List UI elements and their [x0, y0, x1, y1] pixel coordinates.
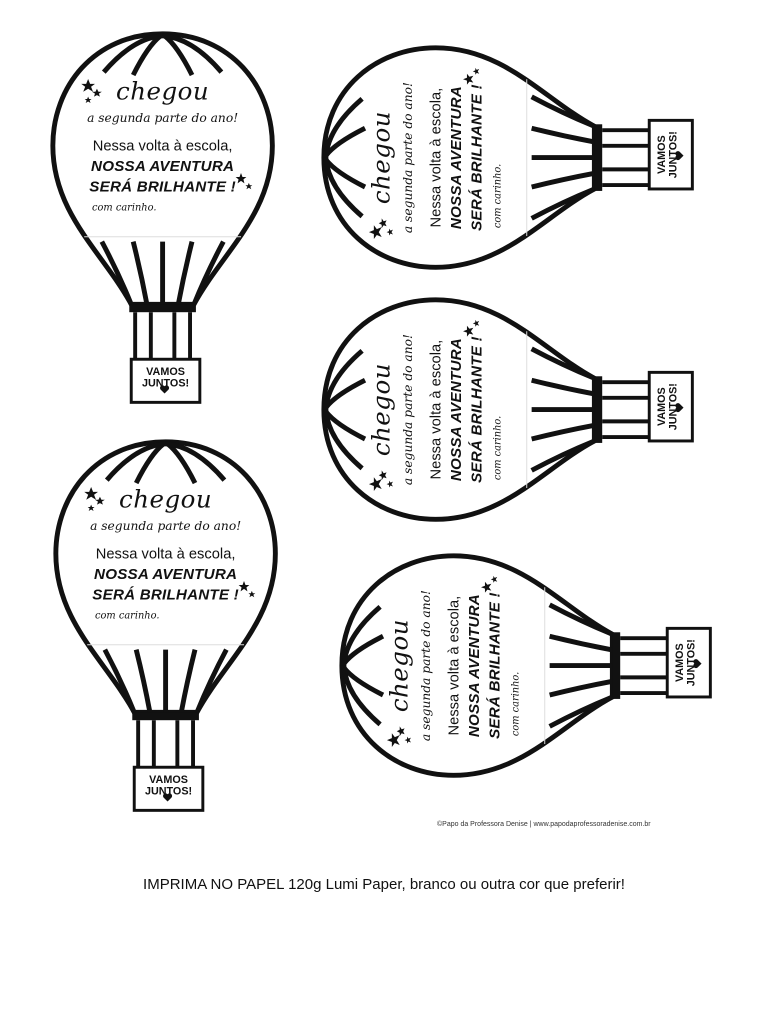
- balloon-5: chegou a segunda parte do ano! Nessa vol…: [336, 548, 746, 778]
- balloon-bold-line-1: NOSSA AVENTURA: [94, 566, 238, 583]
- balloon-basket: VAMOS JUNTOS!: [649, 372, 692, 441]
- balloon-message: chegou a segunda parte do ano! Nessa vol…: [365, 331, 504, 488]
- balloon-bold-line-1: NOSSA AVENTURA: [448, 338, 465, 482]
- basket-line-1: VAMOS: [656, 387, 668, 427]
- balloon-basket: VAMOS JUNTOS!: [134, 767, 203, 810]
- balloon-bold-line-2: SERÁ BRILHANTE !: [486, 592, 504, 739]
- balloon-message: chegou a segunda parte do ano! Nessa vol…: [383, 587, 522, 744]
- star-icon: [84, 486, 256, 598]
- star-icon: [386, 575, 498, 747]
- star-icon: [81, 78, 253, 190]
- balloon-headline: chegou: [385, 619, 414, 713]
- balloon-outline: [321, 45, 694, 270]
- balloon-outline: [339, 553, 712, 778]
- balloon-basket: VAMOS JUNTOS!: [649, 120, 692, 189]
- balloon-signoff: com carinho.: [510, 671, 522, 737]
- balloon-headline: chegou: [119, 485, 213, 514]
- balloon-basket: VAMOS JUNTOS!: [667, 628, 710, 697]
- balloon-subtitle: a segunda parte do ano!: [400, 334, 416, 486]
- balloon-bold-line-1: NOSSA AVENTURA: [91, 158, 235, 175]
- balloon-message: chegou a segunda parte do ano! Nessa vol…: [84, 75, 241, 214]
- basket-line-1: VAMOS: [674, 643, 686, 683]
- balloon-message: chegou a segunda parte do ano! Nessa vol…: [365, 79, 504, 236]
- balloon-headline: chegou: [367, 111, 396, 205]
- balloon-bold-line-2: SERÁ BRILHANTE !: [92, 586, 239, 604]
- balloon-3: chegou a segunda parte do ano! Nessa vol…: [318, 292, 728, 522]
- balloon-signoff: com carinho.: [492, 163, 504, 229]
- balloon-line: Nessa volta à escola,: [95, 545, 236, 563]
- print-instruction: IMPRIMA NO PAPEL 120g Lumi Paper, branco…: [143, 876, 625, 893]
- balloon-signoff: com carinho.: [492, 415, 504, 481]
- balloon-4: chegou a segunda parte do ano! Nessa vol…: [48, 436, 288, 826]
- basket-line-2: JUNTOS!: [667, 383, 680, 431]
- balloon-signoff: com carinho.: [92, 202, 157, 214]
- balloon-outline: [321, 297, 694, 522]
- balloon-1: chegou a segunda parte do ano! Nessa vol…: [45, 28, 285, 418]
- balloon-line: Nessa volta à escola,: [427, 339, 445, 480]
- balloon-subtitle: a segunda parte do ano!: [400, 82, 416, 234]
- balloon-line: Nessa volta à escola,: [427, 87, 445, 228]
- balloon-line: Nessa volta à escola,: [92, 137, 233, 155]
- balloon-bold-line-2: SERÁ BRILHANTE !: [468, 84, 486, 231]
- balloon-2: chegou a segunda parte do ano! Nessa vol…: [318, 40, 728, 270]
- basket-line-2: JUNTOS!: [141, 377, 190, 390]
- heart-icon: [675, 151, 684, 161]
- balloon-subtitle: a segunda parte do ano!: [90, 518, 242, 534]
- balloon-outline: [50, 31, 275, 404]
- balloon-bold-line-2: SERÁ BRILHANTE !: [468, 336, 486, 483]
- balloon-message: chegou a segunda parte do ano! Nessa vol…: [87, 483, 244, 622]
- star-icon: [368, 319, 480, 491]
- balloon-basket: VAMOS JUNTOS!: [131, 359, 200, 402]
- balloon-bold-line-1: NOSSA AVENTURA: [466, 594, 483, 738]
- heart-icon: [160, 385, 170, 394]
- basket-line-2: JUNTOS!: [667, 131, 680, 179]
- balloon-signoff: com carinho.: [95, 610, 160, 622]
- heart-icon: [693, 659, 702, 669]
- balloon-line: Nessa volta à escola,: [445, 595, 463, 736]
- basket-line-1: VAMOS: [146, 366, 185, 378]
- basket-line-2: JUNTOS!: [144, 785, 193, 798]
- balloon-bold-line-2: SERÁ BRILHANTE !: [89, 178, 236, 196]
- basket-line-1: VAMOS: [656, 135, 668, 175]
- balloon-subtitle: a segunda parte do ano!: [87, 110, 239, 126]
- balloon-bold-line-1: NOSSA AVENTURA: [448, 86, 465, 230]
- star-icon: [368, 67, 480, 239]
- heart-icon: [163, 793, 173, 802]
- balloon-headline: chegou: [116, 77, 210, 106]
- heart-icon: [675, 403, 684, 413]
- balloon-outline: [53, 439, 278, 812]
- balloon-headline: chegou: [367, 363, 396, 457]
- basket-line-2: JUNTOS!: [685, 639, 698, 687]
- footer-credit: ©Papo da Professora Denise | www.papodap…: [437, 821, 651, 828]
- balloon-subtitle: a segunda parte do ano!: [418, 590, 434, 742]
- basket-line-1: VAMOS: [149, 774, 188, 786]
